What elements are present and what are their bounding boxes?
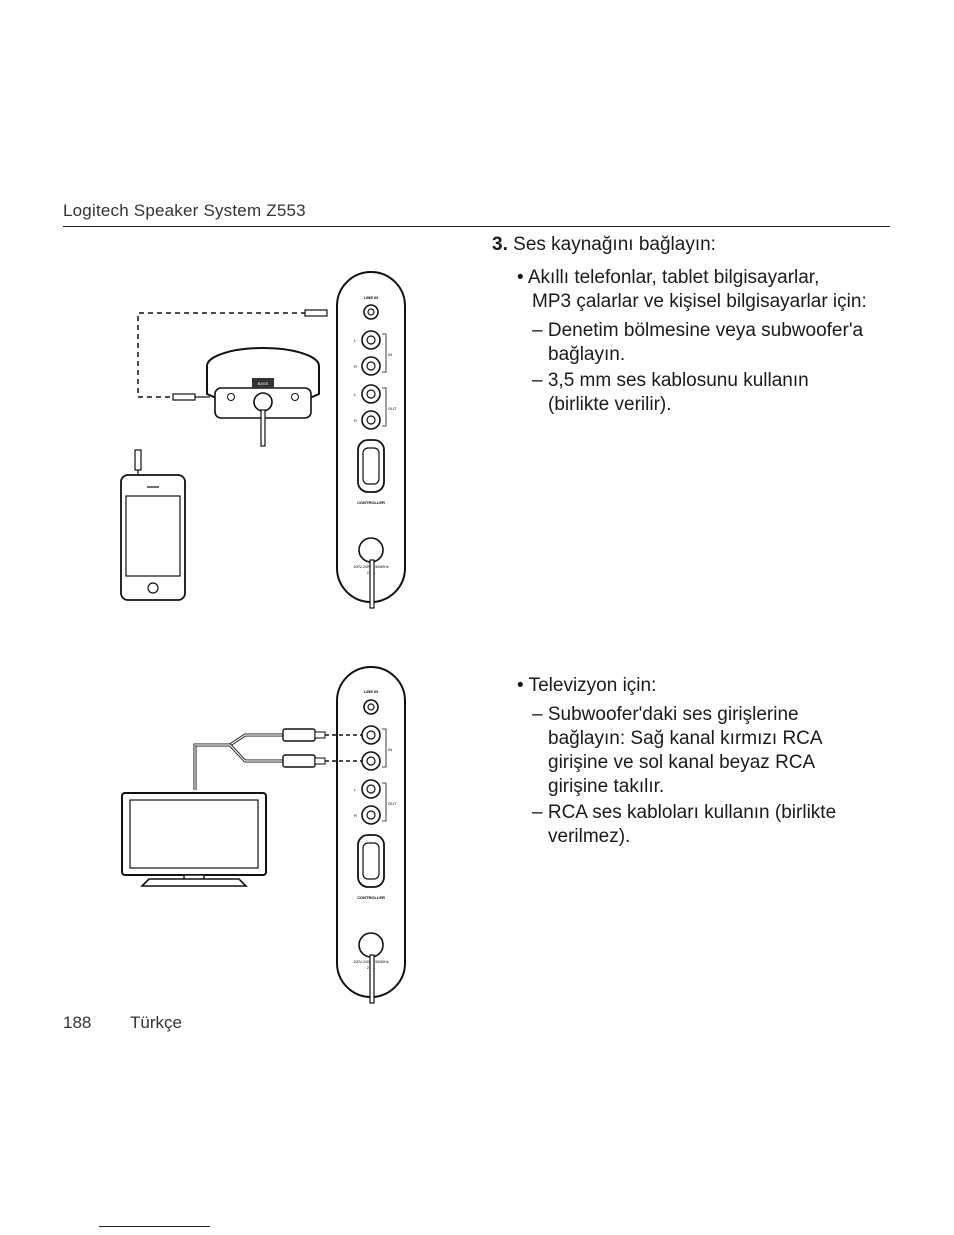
label-out-l-2: L [354,787,357,792]
label-line-in-2: LINE IN [364,689,378,694]
dash-rca-inputs-line3: girişine ve sol kanal beyaz RCA [548,752,816,773]
label-in-2: IN [388,747,392,752]
dashed-audio-cable [137,312,315,398]
dash-cable-line2: (birlikte verilir). [548,394,672,415]
label-in: IN [388,352,392,357]
label-out-l: L [354,392,357,397]
header-divider [63,226,890,227]
step-number: 3. [492,234,508,255]
label-out: OUT [388,406,397,411]
dash-rca-cables-line2: verilmez). [548,826,631,847]
label-in-l: L [354,338,357,343]
step-title: Ses kaynağını bağlayın: [513,234,716,255]
bullet-tv-line1: • Televizyon için: [517,675,657,696]
step-3-heading: 3. Ses kaynağını bağlayın: [492,233,716,258]
label-out-r-2: R [354,813,357,818]
label-controller: CONTROLLER [357,500,385,505]
rca-cables [193,728,362,790]
dash-rca-cables-line1: – RCA ses kabloları kullanın (birlikte [532,802,837,823]
page-number: 188 [63,1013,92,1032]
dash-rca-inputs-line4: girişine takılır. [548,776,665,797]
page-language: Türkçe [130,1013,182,1032]
bottom-divider [99,1226,210,1227]
smartphone-illustration [120,449,186,601]
subwoofer-panel-bottom: LINE IN IN L R OUT CONTROLLER 100V-240V … [336,666,406,1004]
figure-tv-connection: LINE IN IN L R OUT CONTROLLER 100V-240V … [121,666,406,1004]
dash-rca-inputs-line1: – Subwoofer'daki ses girişlerine [532,704,799,725]
control-pod: BASS [206,347,320,447]
document-header-title: Logitech Speaker System Z553 [63,201,306,220]
label-in-r: R [354,364,357,369]
bullet-smartphones-line1: • Akıllı telefonlar, tablet bilgisayarla… [517,267,820,288]
label-line-in: LINE IN [364,295,378,300]
television-illustration [121,792,267,887]
dash-cable-line1: – 3,5 mm ses kablosunu kullanın [532,370,809,391]
dash-rca-inputs-line2: bağlayın: Sağ kanal kırmızı RCA [548,728,823,749]
dash-connect-control-line2: bağlayın. [548,344,626,365]
subwoofer-panel-top: LINE IN L R IN L R OUT CONTROLLER 100V-2… [336,271,406,609]
dash-connect-control-line1: – Denetim bölmesine veya subwoofer'a [532,320,864,341]
bullet-smartphones-line2: MP3 çalarlar ve kişisel bilgisayarlar iç… [532,291,867,312]
label-controller-2: CONTROLLER [357,895,385,900]
label-bass: BASS [258,381,269,386]
label-out-2: OUT [388,801,397,806]
label-out-r: R [354,418,357,423]
figure-smartphone-connection: LINE IN L R IN L R OUT CONTROLLER 100V-2… [120,271,406,609]
